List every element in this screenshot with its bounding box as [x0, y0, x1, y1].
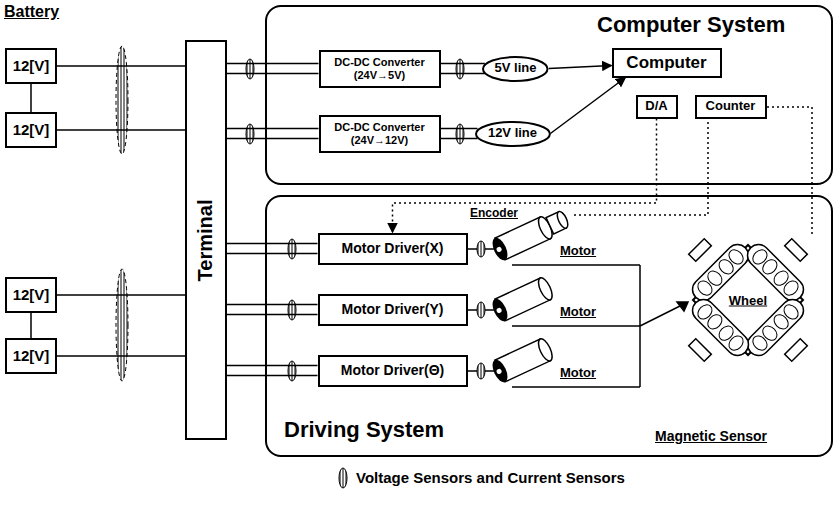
battery-box: 12[V]: [5, 338, 57, 374]
node-label: DC-DC Converter (24V→12V): [325, 121, 435, 146]
battery-box: 12[V]: [5, 48, 57, 84]
power-wire: [549, 66, 612, 69]
power-wire: [57, 294, 185, 296]
power-wire: [227, 305, 318, 315]
sensor-symbol: [477, 241, 485, 257]
encoder-symbol: [546, 210, 570, 234]
power-wire: [227, 64, 319, 74]
part-name: Wheel: [729, 293, 767, 308]
sensor-signal: [767, 107, 812, 236]
power-wire: [57, 355, 185, 357]
driver-motor-wires: [468, 249, 688, 387]
encoder-signal: [574, 119, 708, 215]
magnetic-sensor: [785, 239, 808, 262]
power-wire: [441, 64, 485, 74]
sensor-symbol: [456, 124, 464, 144]
drive-arrow: [640, 304, 684, 326]
wheel-frame: [693, 245, 803, 355]
driver-box: Motor Driver(Θ): [318, 355, 468, 387]
part-name: Motor: [560, 243, 596, 258]
sensor-symbol: [288, 300, 296, 320]
system-group: Computer SystemDC-DC Converter (24V→5V) D…: [265, 5, 833, 185]
power-wire: [30, 84, 32, 112]
label-holder: Motor: [560, 304, 596, 319]
signal-lines: [574, 107, 812, 236]
power-wire: [30, 313, 32, 338]
motor-symbol: [489, 276, 554, 324]
legend-symbol: [339, 468, 347, 488]
node-label: 12[V]: [13, 347, 50, 364]
node-label: D/A: [645, 99, 667, 114]
section-heading: Battery: [4, 3, 59, 20]
group-heading: Driving System: [284, 417, 444, 442]
node-label: 12[V]: [13, 57, 50, 74]
arrow-head: [677, 302, 688, 311]
battery-box: 12[V]: [5, 112, 57, 148]
node-label: Terminal: [195, 199, 218, 281]
node-label: Motor Driver(Θ): [341, 362, 444, 378]
wheel-unit: [688, 239, 808, 362]
group-heading: Computer System: [597, 12, 785, 37]
converter-box: DC-DC Converter (24V→12V): [319, 115, 441, 153]
ellipse-shape: [483, 57, 547, 81]
node-label: Counter: [706, 99, 756, 114]
sensor-symbol: [116, 269, 128, 381]
label-holder: Motor: [560, 365, 596, 380]
label-holder: Motor: [560, 243, 596, 258]
label-holder: Battery: [4, 3, 59, 21]
sensor-symbol: [116, 46, 128, 154]
power-wire: [227, 244, 318, 254]
power-wire: [227, 366, 318, 376]
node-label: 12[V]: [13, 286, 50, 303]
label-holder: Wheel: [729, 293, 767, 308]
magnetic-sensor: [689, 239, 712, 262]
sensor-symbol: [477, 363, 485, 379]
part-name: Encoder: [470, 206, 518, 220]
part-name: Motor: [560, 304, 596, 319]
ellipse-shape: [476, 122, 550, 146]
sensor-symbol: [477, 302, 485, 318]
motor-symbol: [489, 337, 554, 385]
part-name: Magnetic Sensor: [655, 428, 767, 444]
sensor-symbol: [288, 239, 296, 259]
sensor-symbol: [456, 59, 464, 79]
motor-symbol: [489, 215, 554, 263]
sensor-symbol: [288, 361, 296, 381]
label-holder: Magnetic Sensor: [655, 428, 767, 444]
node-label: DC-DC Converter (24V→5V): [325, 56, 435, 81]
battery-box: 12[V]: [5, 277, 57, 313]
label-holder: Encoder: [470, 206, 518, 220]
node-label: Computer: [626, 53, 706, 73]
node-label: 12V line: [488, 126, 537, 141]
converter-box: DC-DC Converter (24V→5V): [319, 50, 441, 88]
terminal-block: Terminal: [185, 40, 227, 440]
power-wire: [550, 78, 625, 134]
sensor-symbol: [246, 124, 254, 144]
sensor-symbols: [116, 46, 485, 488]
power-line-ellipse: 12V line: [475, 121, 551, 147]
legend-text: Voltage Sensors and Current Sensors: [356, 469, 625, 486]
legend-entry: Voltage Sensors and Current Sensors: [356, 469, 625, 486]
magnetic-sensor: [689, 339, 712, 362]
node-label: Motor Driver(Y): [342, 301, 444, 317]
node-label: 5V line: [495, 61, 537, 76]
computer-box: Computer: [612, 48, 722, 78]
power-line-ellipse: 5V line: [482, 56, 548, 82]
part-name: Motor: [560, 365, 596, 380]
node-label: Motor Driver(X): [342, 240, 444, 256]
motors: [489, 210, 569, 384]
io-box: Counter: [695, 95, 767, 119]
driver-box: Motor Driver(Y): [318, 294, 468, 326]
node-label: 12[V]: [13, 121, 50, 138]
sensor-symbol: [246, 59, 254, 79]
driver-box: Motor Driver(X): [318, 233, 468, 265]
power-wire: [57, 65, 185, 67]
power-wire: [441, 129, 478, 139]
power-wire: [227, 129, 319, 139]
power-wire: [57, 129, 185, 131]
io-box: D/A: [636, 95, 678, 119]
system-group: Driving System Motor Driver(X) Motor Drive…: [265, 195, 833, 457]
magnetic-sensor: [785, 339, 808, 362]
